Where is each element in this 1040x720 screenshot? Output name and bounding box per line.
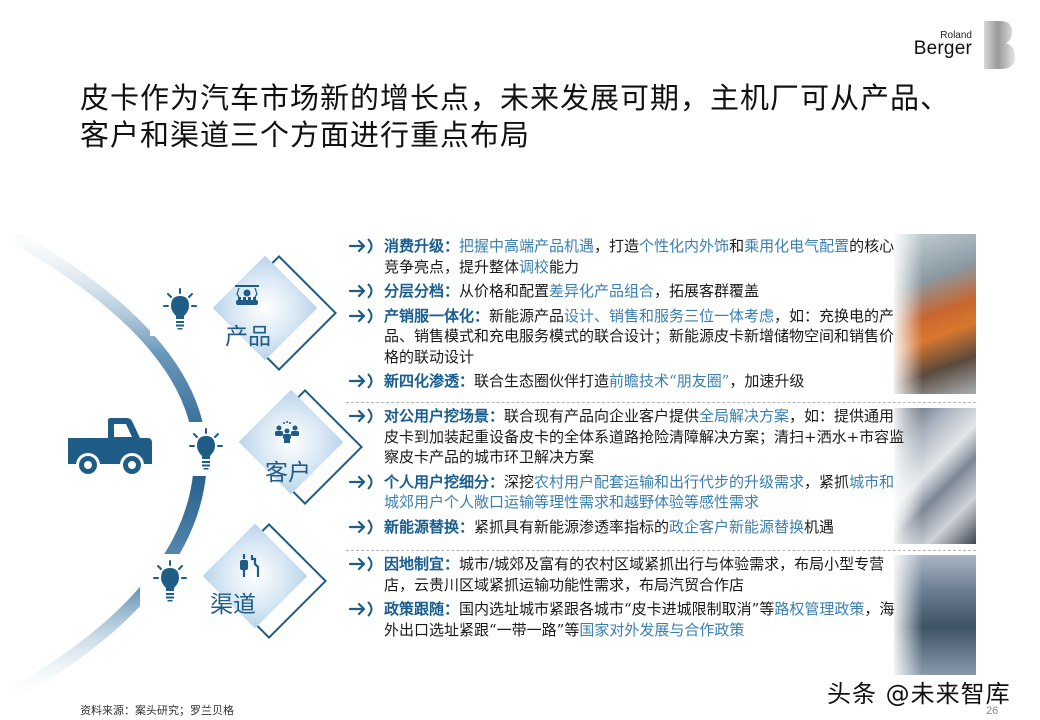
pickup-truck-icon xyxy=(68,418,152,477)
arrow-right-icon xyxy=(348,237,378,255)
bullet-text: 从价格和配置 xyxy=(459,282,550,300)
hex-badge xyxy=(140,554,204,608)
bullet-text: ，打造 xyxy=(594,237,640,255)
robot-arm-production-icon xyxy=(235,285,259,305)
page-title: 皮卡作为汽车市场新的增长点，未来发展可期，主机厂可从产品、 客户和渠道三个方面进… xyxy=(80,80,980,154)
bullet-item: 因地制宜：城市/城郊及富有的农村区域紧抓出行与体验需求，布局小型专营店，云贵川区… xyxy=(346,554,906,595)
bullet-text: 机遇 xyxy=(804,517,835,536)
highlight-text: 全局解决方案 xyxy=(699,407,790,425)
arrow-right-icon xyxy=(348,518,378,536)
b-mark-icon xyxy=(984,21,1015,69)
bullet-keyword: 对公用户挖场景： xyxy=(384,407,505,425)
arrow-right-icon xyxy=(348,307,378,325)
section-product: 消费升级：把握中高端产品机遇，打造个性化内外饰和乘用化电气配置的核心竞争亮点，提… xyxy=(346,236,906,396)
highlight-text: 路权管理政策 xyxy=(774,600,865,618)
bullet-text: ，加速升级 xyxy=(729,372,805,390)
bullet-item: 新能源替换：紧抓具有新能源渗透率指标的政企客户新能源替换机遇 xyxy=(346,517,906,538)
title-line-2: 客户和渠道三个方面进行重点布局 xyxy=(80,118,531,152)
bullet-text: 紧抓具有新能源渗透率指标的 xyxy=(474,517,670,536)
bullet-item: 产销服一体化：新能源产品设计、销售和服务三位一体考虑，如：充换电的产品、销售模式… xyxy=(346,306,906,368)
bullet-text: ，拓展客群覆盖 xyxy=(654,282,760,300)
source-note: 资料来源：案头研究；罗兰贝格 xyxy=(80,704,234,717)
bullet-keyword: 新能源替换： xyxy=(384,517,475,536)
highlight-text: 设计、销售和服务三位一体考虑 xyxy=(564,306,775,325)
lightbulb-icon xyxy=(153,560,187,602)
bullet-item: 个人用户挖细分：深挖农村用户配套运输和出行代步的升级需求，紧抓城市和城郊用户个人… xyxy=(346,472,906,513)
bullet-text: ，如：充换电的产品、销售模式和充电服务模式的联合设计；新能源皮卡新增储物空间和销… xyxy=(384,306,895,366)
hex-badge xyxy=(150,282,214,336)
logo-berger-text: Berger xyxy=(913,38,972,59)
bullet-text: 能力 xyxy=(549,257,580,276)
bullet-text: 的核心竞争亮点，提升整体 xyxy=(384,237,895,276)
highlight-text: 国家对外发展与合作政策 xyxy=(579,620,745,639)
node-label-customer: 客户 xyxy=(265,460,311,486)
channel-path-icon xyxy=(240,554,260,577)
bullet-item: 对公用户挖场景：联合现有产品向企业客户提供全局解决方案，如：提供通用皮卡到加装起… xyxy=(346,406,906,468)
highlight-text: 农村用户配套运输和出行代步的升级需求 xyxy=(534,472,805,491)
bullet-item: 政策跟随：国内选址城市紧跟各城市“皮卡进城限制取消”等路权管理政策，海外出口选址… xyxy=(346,599,906,640)
lightbulb-icon xyxy=(163,288,197,330)
node-label-channel: 渠道 xyxy=(210,592,256,618)
bullet-keyword: 新四化渗透： xyxy=(384,372,475,390)
highlight-text: 把握中高端产品机遇 xyxy=(459,237,595,255)
page-number: 26 xyxy=(986,705,999,717)
people-group-icon xyxy=(275,421,299,443)
highlight-text: 城市和城郊用户个人敞口运输等理性需求和越野体验等感性需求 xyxy=(384,472,895,512)
roland-berger-logo: Roland Berger xyxy=(906,20,1016,72)
bullet-text: ，紧抓 xyxy=(804,472,850,491)
bullet-keyword: 个人用户挖细分： xyxy=(384,472,505,491)
bullet-text: 联合生态圈伙伴打造 xyxy=(474,372,610,390)
bullet-keyword: 产销服一体化： xyxy=(384,306,490,325)
arrow-right-icon xyxy=(348,600,378,618)
bullet-keyword: 分层分档： xyxy=(384,282,460,300)
bullet-text: ，如：提供通用皮卡到加装起重设备皮卡的全体系道路抢险清障解决方案；清扫+洒水+市… xyxy=(384,407,905,466)
bullet-keyword: 因地制宜： xyxy=(384,555,460,573)
highlight-text: 政企客户新能源替换 xyxy=(669,517,805,536)
photo-engine xyxy=(894,408,976,544)
section-channel: 因地制宜：城市/城郊及富有的农村区域紧抓出行与体验需求，布局小型专营店，云贵川区… xyxy=(346,554,906,644)
section-divider xyxy=(346,402,976,403)
arrow-right-icon xyxy=(348,473,378,491)
photo-businessman-network xyxy=(894,555,976,675)
highlight-text: 个性化内外饰 xyxy=(639,237,730,255)
bullet-text: ，海外出口选址紧跟“一带一路”等 xyxy=(384,600,895,639)
arrow-right-icon xyxy=(348,372,378,390)
bullet-item: 新四化渗透：联合生态圈伙伴打造前瞻技术“朋友圈”，加速升级 xyxy=(346,371,906,392)
arrow-right-icon xyxy=(348,555,378,573)
highlight-text: 乘用化电气配置 xyxy=(744,237,850,255)
watermark: 头条 @未来智库 xyxy=(827,680,1011,708)
bullet-item: 消费升级：把握中高端产品机遇，打造个性化内外饰和乘用化电气配置的核心竞争亮点，提… xyxy=(346,236,906,277)
bullet-item: 分层分档：从价格和配置差异化产品组合，拓展客群覆盖 xyxy=(346,281,906,302)
title-line-1: 皮卡作为汽车市场新的增长点，未来发展可期，主机厂可从产品、 xyxy=(80,81,951,115)
bullet-text: 国内选址城市紧跟各城市“皮卡进城限制取消”等 xyxy=(459,600,775,618)
logo-roland-text: Roland xyxy=(940,30,972,41)
bullet-text: 深挖 xyxy=(504,472,535,491)
hex-badge xyxy=(176,422,240,476)
bullet-text: 联合现有产品向企业客户提供 xyxy=(504,407,700,425)
highlight-text: 前瞻技术“朋友圈” xyxy=(609,372,730,390)
highlight-text: 调校 xyxy=(519,257,550,276)
arrow-right-icon xyxy=(348,282,378,300)
bullet-text: 城市/城郊及富有的农村区域紧抓出行与体验需求，布局小型专营店，云贵川区域紧抓运输… xyxy=(384,555,885,594)
highlight-text: 差异化产品组合 xyxy=(549,282,655,300)
bullet-text: 新能源产品 xyxy=(489,306,565,325)
arrow-right-icon xyxy=(348,407,378,425)
photo-robot-arm xyxy=(894,234,976,394)
bullet-keyword: 消费升级： xyxy=(384,237,460,255)
section-customer: 对公用户挖场景：联合现有产品向企业客户提供全局解决方案，如：提供通用皮卡到加装起… xyxy=(346,406,906,541)
section-divider xyxy=(346,550,976,551)
bullet-text: 和 xyxy=(729,237,745,255)
lightbulb-icon xyxy=(189,428,223,470)
node-label-product: 产品 xyxy=(225,324,271,350)
bullet-keyword: 政策跟随： xyxy=(384,600,460,618)
